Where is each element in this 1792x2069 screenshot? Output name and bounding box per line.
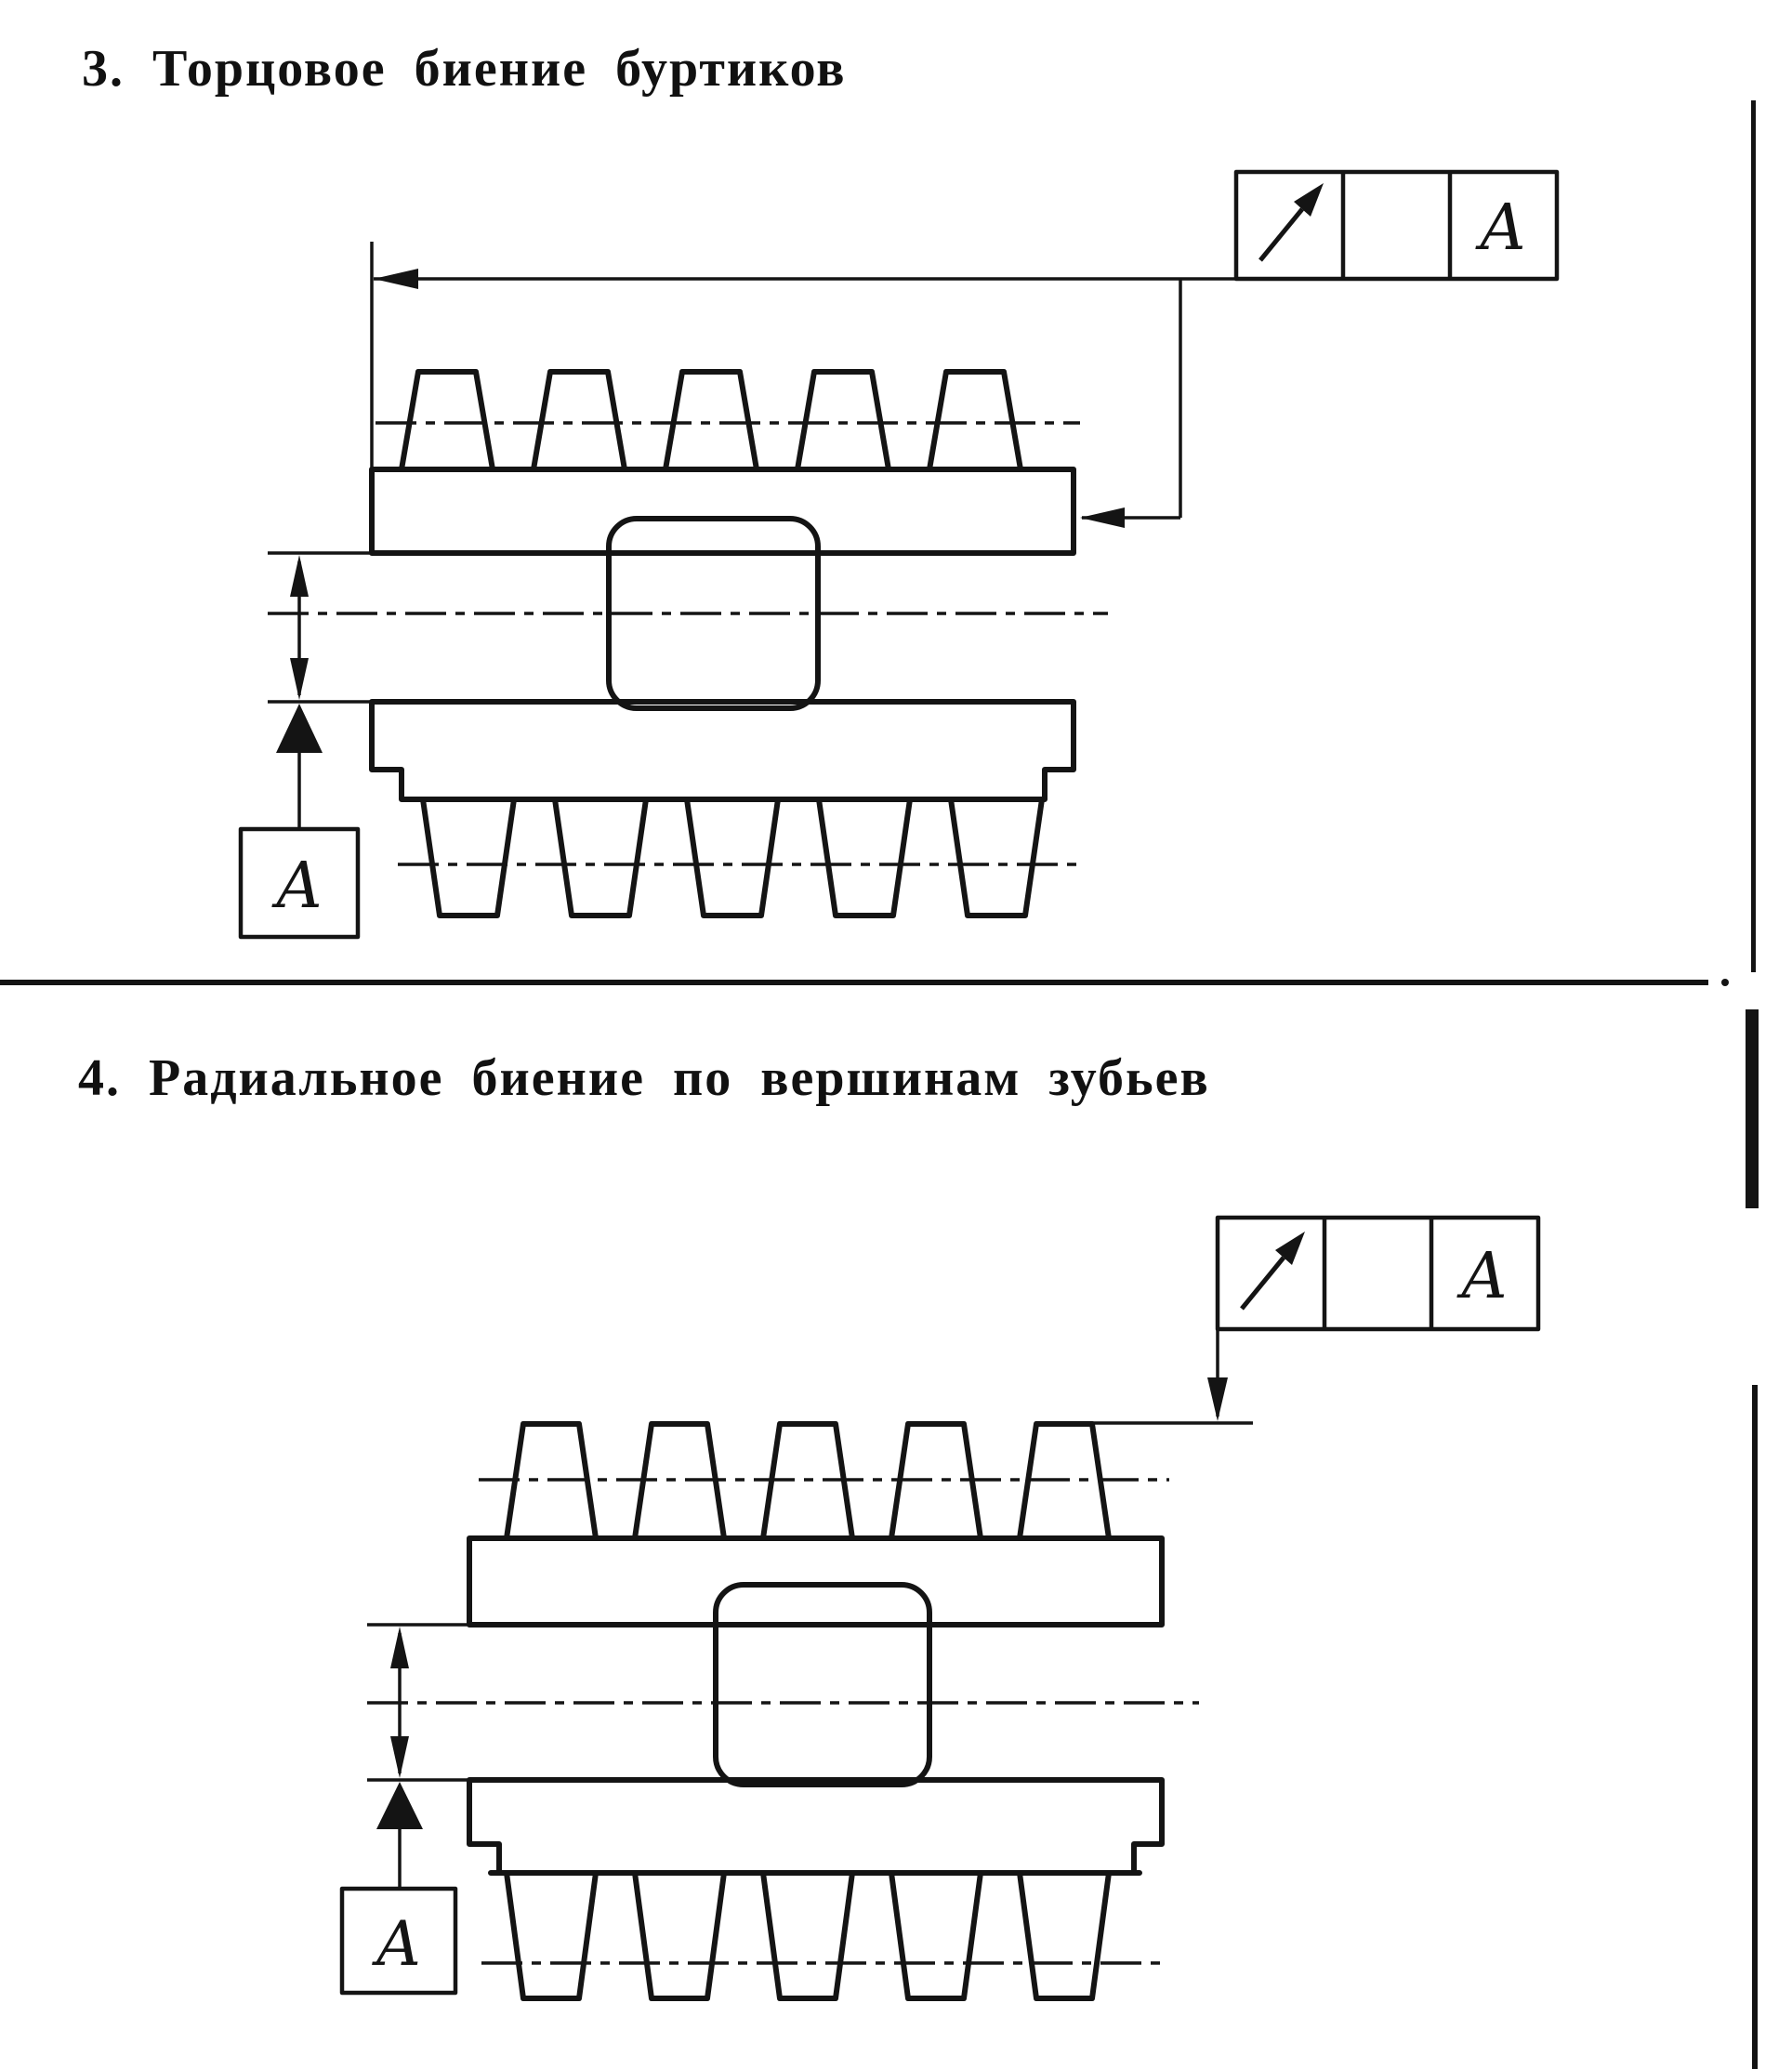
- fig3-double-arrow-icon: [290, 555, 309, 700]
- fig4-datum-letter: A: [371, 1908, 421, 1980]
- page-edge-bar-bottom: [1752, 1385, 1758, 2069]
- fig4-keyway-bore: [713, 1582, 932, 1787]
- fig3-gear-section: [268, 369, 1108, 918]
- fig3-tolerance-frame: A: [1233, 169, 1560, 282]
- fig3-datum: A: [238, 551, 372, 940]
- page-edge-bar-top: [1751, 100, 1756, 972]
- section-divider: [0, 980, 1708, 985]
- fig3-frame-outline: [1233, 169, 1560, 282]
- fig3-teeth-bottom: [402, 797, 1045, 918]
- fig4-frame-outline: [1215, 1215, 1541, 1332]
- figure3-drawing: A A: [238, 169, 1560, 940]
- divider-end-dot: [1721, 979, 1729, 986]
- fig4-teeth-top: [485, 1421, 1144, 1541]
- fig3-datum-triangle-icon: [276, 704, 323, 753]
- fig3-leader-arrowhead-left-icon: [374, 269, 418, 289]
- fig4-gear-section: [367, 1421, 1199, 2001]
- fig4-datum-triangle-icon: [376, 1782, 423, 1829]
- fig3-frame-datum-letter: A: [1474, 191, 1525, 265]
- runout-symbol-icon: [1258, 183, 1324, 262]
- fig4-leader: [1074, 1329, 1253, 1425]
- fig3-hub-band-top: [369, 467, 1076, 556]
- figure3-heading: 3. Торцовое биение буртиков: [82, 40, 847, 98]
- fig4-leader-arrowhead-down-icon: [1207, 1377, 1228, 1421]
- fig4-hub-band-top: [467, 1535, 1165, 1628]
- fig4-tolerance-frame: A: [1215, 1215, 1541, 1332]
- fig3-hub-band-bottom: [369, 699, 1076, 802]
- fig3-datum-box: [238, 826, 361, 940]
- figure4-heading: 4. Радиальное биение по вершинам зубьев: [78, 1049, 1210, 1107]
- page-edge-bar-middle: [1746, 1009, 1759, 1208]
- fig3-datum-letter: A: [270, 850, 322, 923]
- fig3-leader: [370, 242, 1238, 528]
- fig4-double-arrow-icon: [390, 1627, 409, 1778]
- fig4-frame-datum-letter: A: [1456, 1240, 1507, 1313]
- fig4-datum: A: [339, 1623, 469, 1996]
- fig3-leader-arrowhead-shoulder-icon: [1080, 507, 1125, 528]
- fig3-teeth-top: [380, 369, 1051, 472]
- runout-symbol-icon: [1240, 1232, 1305, 1311]
- figure4-drawing: A A: [339, 1215, 1541, 2001]
- fig4-datum-box: [339, 1886, 458, 1996]
- fig4-hub-band-bottom: [467, 1777, 1165, 1876]
- fig4-teeth-bottom: [488, 1870, 1142, 2001]
